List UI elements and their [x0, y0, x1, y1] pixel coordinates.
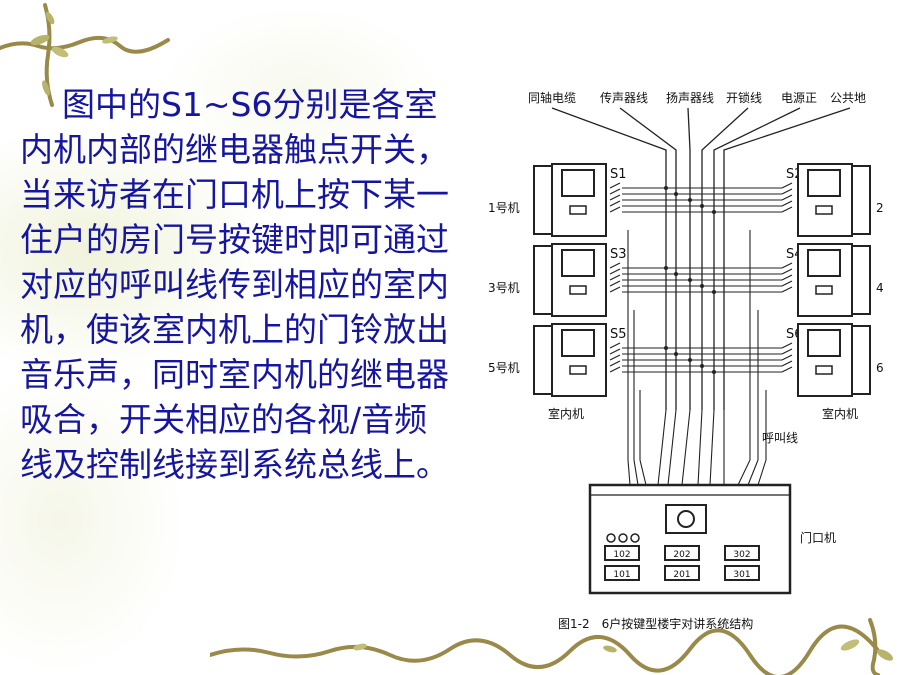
door-button-202: 202 [673, 550, 690, 560]
door-button-301: 301 [733, 570, 750, 580]
switch-label-s1: S1 [610, 167, 627, 182]
bus-label-ground: 公共地 [830, 91, 866, 105]
junction-dots [664, 186, 716, 374]
unit-label-4: 4 [876, 281, 884, 295]
door-button-302: 302 [733, 550, 750, 560]
bus-label-mic: 传声器线 [600, 90, 648, 105]
door-button-101: 101 [613, 570, 630, 580]
figure-caption: 图1-2 6户按键型楼宇对讲系统结构 [558, 616, 753, 631]
indoor-unit-label-left: 室内机 [548, 406, 584, 421]
intercom-system-diagram: 同轴电缆 传声器线 扬声器线 开锁线 电源正 公共地 [470, 80, 890, 640]
bottom-vine-decoration [210, 618, 894, 675]
switch-contacts [609, 182, 793, 373]
diagram-canvas: 同轴电缆 传声器线 扬声器线 开锁线 电源正 公共地 [488, 90, 884, 631]
door-buttons: 102 202 302 101 201 301 [604, 545, 760, 581]
bus-label-power: 电源正 [781, 91, 817, 105]
indoor-unit-2 [797, 163, 871, 237]
call-line-label: 呼叫线 [762, 431, 798, 445]
bus-label-coax: 同轴电缆 [528, 90, 576, 105]
indoor-unit-label-right: 室内机 [822, 406, 858, 421]
unit-label-1: 1号机 [488, 201, 520, 215]
unit-label-3: 3号机 [488, 281, 520, 295]
call-lines [627, 230, 767, 486]
top-vine-decoration [0, 3, 170, 107]
body-paragraph: 图中的S1~S6分别是各室内机内部的继电器触点开关，当来访者在门口机上按下某一住… [20, 85, 449, 484]
vertical-bus [665, 180, 725, 410]
indoor-unit-4 [797, 243, 871, 317]
unit-label-6: 6 [876, 361, 884, 375]
indoor-unit-1 [533, 163, 607, 237]
door-unit [588, 483, 792, 595]
switch-label-s5: S5 [610, 327, 627, 342]
unit-label-2: 2 [876, 201, 884, 215]
bus-fan-in-wires [551, 107, 851, 180]
horizontal-bundles [622, 187, 782, 373]
switch-label-s3: S3 [610, 247, 627, 262]
indoor-unit-6 [797, 323, 871, 397]
bus-label-unlock: 开锁线 [726, 90, 762, 105]
indoor-unit-3 [533, 243, 607, 317]
unit-label-5: 5号机 [488, 361, 520, 375]
door-unit-label: 门口机 [800, 530, 836, 545]
door-button-102: 102 [613, 550, 630, 560]
door-button-201: 201 [673, 570, 690, 580]
indoor-unit-5 [533, 323, 607, 397]
bus-label-speaker: 扬声器线 [666, 90, 714, 105]
